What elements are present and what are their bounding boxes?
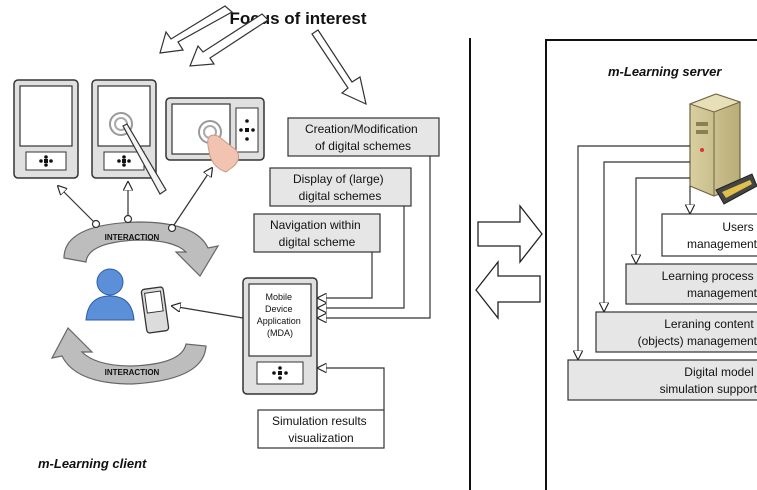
- svg-text:Users management: Users management: [687, 220, 757, 251]
- server-title: m-Learning server: [608, 64, 722, 79]
- box-creation: Creation/Modification of digital schemes: [287, 117, 440, 157]
- box-connectors: [318, 156, 431, 410]
- client-section-label: m-Learning client: [38, 456, 147, 471]
- mda-to-handheld-arrow: [172, 306, 244, 319]
- svg-text:Simulation results visua: Simulation results visualization: [272, 414, 370, 445]
- keyboard-icon: [715, 173, 757, 205]
- svg-text:Mobile Device Appl: Mobile Device Application (MDA): [257, 292, 304, 338]
- svg-text:Creation/Modification of: Creation/Modification of digital schemes: [305, 122, 421, 153]
- box-navigation: Navigation within digital scheme: [253, 213, 381, 253]
- interaction-label-bottom: INTERACTION: [105, 368, 160, 377]
- svg-text:Learning process managem: Learning process management: [662, 269, 757, 300]
- block-arrow-right-icon: [477, 204, 543, 264]
- interaction-links: [58, 168, 212, 229]
- module-learning-process: Learning process management: [625, 263, 757, 305]
- svg-text:Display of (large) digit: Display of (large) digital schemes: [293, 172, 387, 203]
- box-simulation: Simulation results visualization: [257, 409, 385, 449]
- svg-text:Leraning content (object: Leraning content (objects) management: [638, 317, 757, 348]
- module-learning-content: Leraning content (objects) management: [595, 311, 757, 353]
- mda-line-1: Mobile: [265, 292, 292, 302]
- focus-arrow-right: [311, 29, 367, 106]
- mda-line-3: Application: [257, 316, 301, 326]
- svg-text:Digital model simulation: Digital model simulation support: [660, 365, 757, 396]
- pda-device-1: [13, 79, 79, 179]
- interaction-cycle: INTERACTION INTERACTION: [50, 221, 220, 385]
- mda-line-2: Device: [265, 304, 293, 314]
- interaction-label-top: INTERACTION: [105, 233, 160, 242]
- finger-icon: [207, 134, 240, 173]
- pda-device-2: [91, 79, 167, 195]
- module-digital-model: Digital model simulation support: [567, 359, 757, 401]
- box-display: Display of (large) digital schemes: [269, 167, 412, 207]
- stylus-icon: [122, 123, 167, 195]
- user-icon: [85, 268, 135, 321]
- cycle-arrow-icon: [63, 221, 220, 277]
- block-arrow-left-icon: [475, 260, 541, 320]
- pda-device-3: [165, 97, 265, 173]
- mda-line-4: (MDA): [267, 328, 293, 338]
- handheld-icon: [140, 286, 170, 334]
- module-users: Users management: [661, 213, 757, 257]
- mda-device: Mobile Device Application (MDA): [242, 277, 318, 395]
- focus-arrow-left: [159, 5, 269, 67]
- server-tower-icon: [688, 93, 742, 197]
- svg-text:Navigation within digita: Navigation within digital scheme: [270, 218, 364, 249]
- server-connectors: [578, 145, 690, 359]
- server-frame: [545, 39, 757, 490]
